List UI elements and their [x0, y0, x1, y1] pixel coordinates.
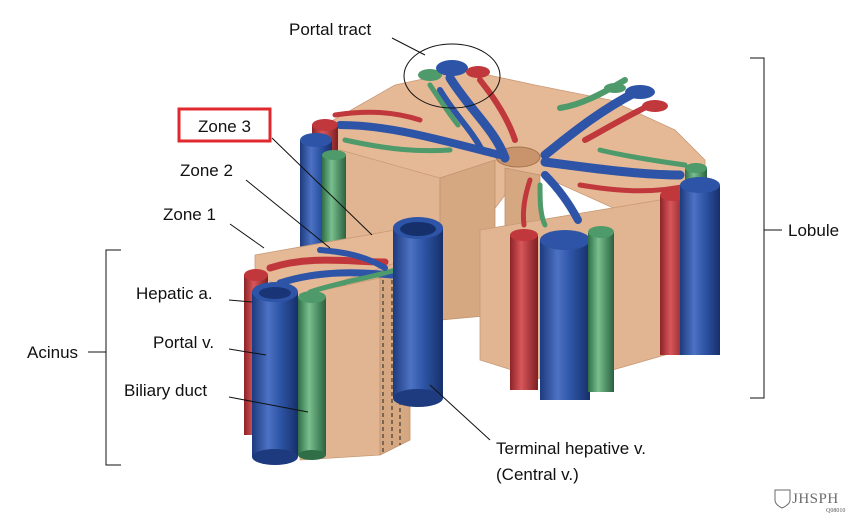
label-biliary-duct: Biliary duct	[124, 381, 207, 400]
label-portal-vein: Portal v.	[153, 333, 214, 352]
label-central-vein: (Central v.)	[496, 465, 579, 484]
artery-front	[510, 235, 538, 390]
label-portal-tract: Portal tract	[289, 20, 371, 39]
portal-tract-circle	[403, 43, 501, 109]
label-acinus: Acinus	[27, 343, 78, 362]
lobule-bracket	[750, 57, 765, 399]
shield-icon	[774, 489, 791, 509]
portal-vein-acinus	[252, 292, 298, 457]
bile-duct-front	[588, 232, 614, 392]
acinus-bracket	[105, 249, 121, 466]
logo-text: JHSPH	[792, 491, 839, 507]
jhsph-logo: JHSPH Q08010	[774, 489, 845, 514]
bile-duct-portal-tract	[418, 69, 442, 81]
label-terminal-hepatic-vein: Terminal hepative v.	[496, 439, 646, 458]
terminal-hepatic-vein	[393, 228, 443, 398]
label-zone3: Zone 3	[198, 117, 251, 136]
label-zone2: Zone 2	[180, 161, 233, 180]
portal-vein-portal-tract	[436, 60, 468, 76]
label-hepatic-artery: Hepatic a.	[136, 284, 213, 303]
portal-vein-right	[680, 185, 720, 355]
annotations: Portal tract Zone 3 Zone 2 Zone 1 Hepati…	[27, 20, 839, 484]
zone3-highlight-box	[177, 107, 272, 143]
label-zone1: Zone 1	[163, 205, 216, 224]
acinus-block	[244, 217, 443, 465]
logo-code: Q08010	[826, 508, 845, 514]
biliary-duct-acinus	[298, 297, 326, 455]
artery-portal-tract	[466, 66, 490, 78]
portal-vein-front	[540, 240, 590, 400]
portal-vein-back-right	[625, 85, 655, 99]
label-lobule: Lobule	[788, 221, 839, 240]
